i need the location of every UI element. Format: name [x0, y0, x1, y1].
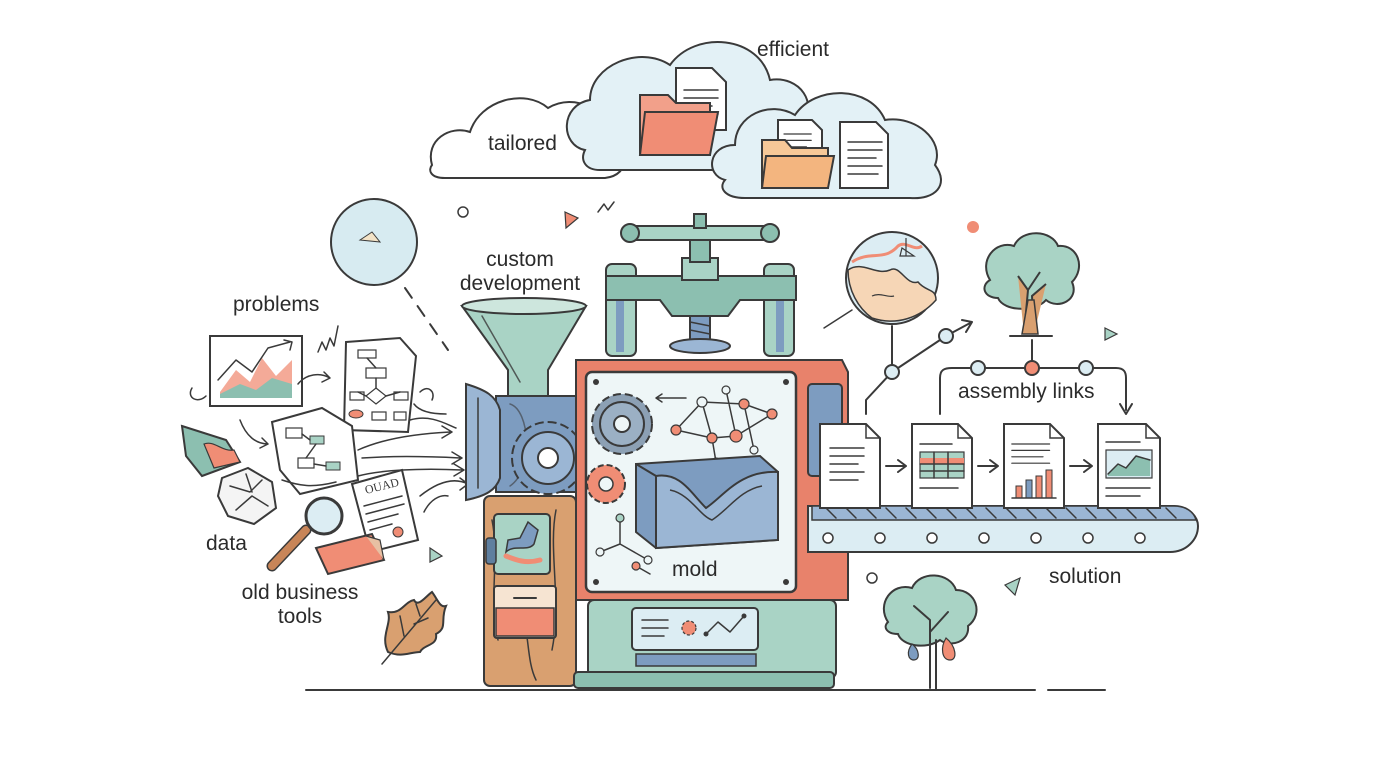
funnel-icon: [460, 297, 588, 397]
receipt-icon: OUAD: [350, 468, 420, 554]
folder-icon: [638, 94, 720, 156]
mold-icon: [635, 454, 779, 550]
label-tailored: tailored: [488, 132, 557, 155]
mesh-globe-icon: [330, 198, 418, 286]
circuit-traces: [595, 513, 653, 575]
network-graph: [655, 385, 778, 467]
magnifying-glass-icon: [266, 496, 344, 572]
line-chart-icon: [209, 335, 303, 407]
bar-chart-icon: [1003, 423, 1065, 509]
document-icon: [819, 423, 881, 509]
folder-icon: [760, 139, 836, 189]
press-base: [573, 599, 837, 689]
map-fragment-icon: [180, 424, 242, 478]
tree-icon: [983, 232, 1081, 337]
gear-icon: [591, 393, 653, 455]
label-custom-development-line1: custom: [486, 248, 554, 271]
label-problems: problems: [233, 293, 320, 316]
document-icon: [839, 121, 889, 189]
gear-icon: [511, 421, 585, 495]
label-solution: solution: [1049, 565, 1122, 588]
assembly-links-connector: [865, 319, 1133, 415]
gear-icon: [586, 464, 626, 504]
label-mold: mold: [672, 558, 718, 581]
crumpled-paper-icon: [216, 466, 278, 526]
wooden-cabinet: [483, 495, 577, 687]
input-arrows: [189, 325, 469, 513]
label-old-business-tools-line2: tools: [277, 604, 323, 628]
eraser-icon: [314, 532, 386, 576]
oak-leaf-icon: [381, 590, 448, 665]
label-old-business-tools-line1: old business: [241, 581, 359, 604]
tree-icon: [882, 574, 978, 691]
map-icon: [845, 231, 939, 325]
flow-arrows: [885, 459, 1093, 473]
line-chart-icon: [1097, 423, 1161, 509]
diagram-sketch-icon: [270, 406, 360, 496]
document-icon: [342, 336, 418, 434]
label-custom-development-line2: development: [459, 271, 581, 295]
label-assembly-links: assembly links: [958, 380, 1095, 403]
label-data: data: [206, 532, 247, 555]
label-custom-development: custom development: [452, 248, 588, 295]
label-old-business-tools: old business tools: [226, 581, 374, 628]
label-efficient: efficient: [757, 38, 829, 61]
press-clamp-icon: [605, 213, 797, 357]
conveyor-belt-icon: [807, 505, 1200, 553]
spreadsheet-icon: [911, 423, 973, 509]
